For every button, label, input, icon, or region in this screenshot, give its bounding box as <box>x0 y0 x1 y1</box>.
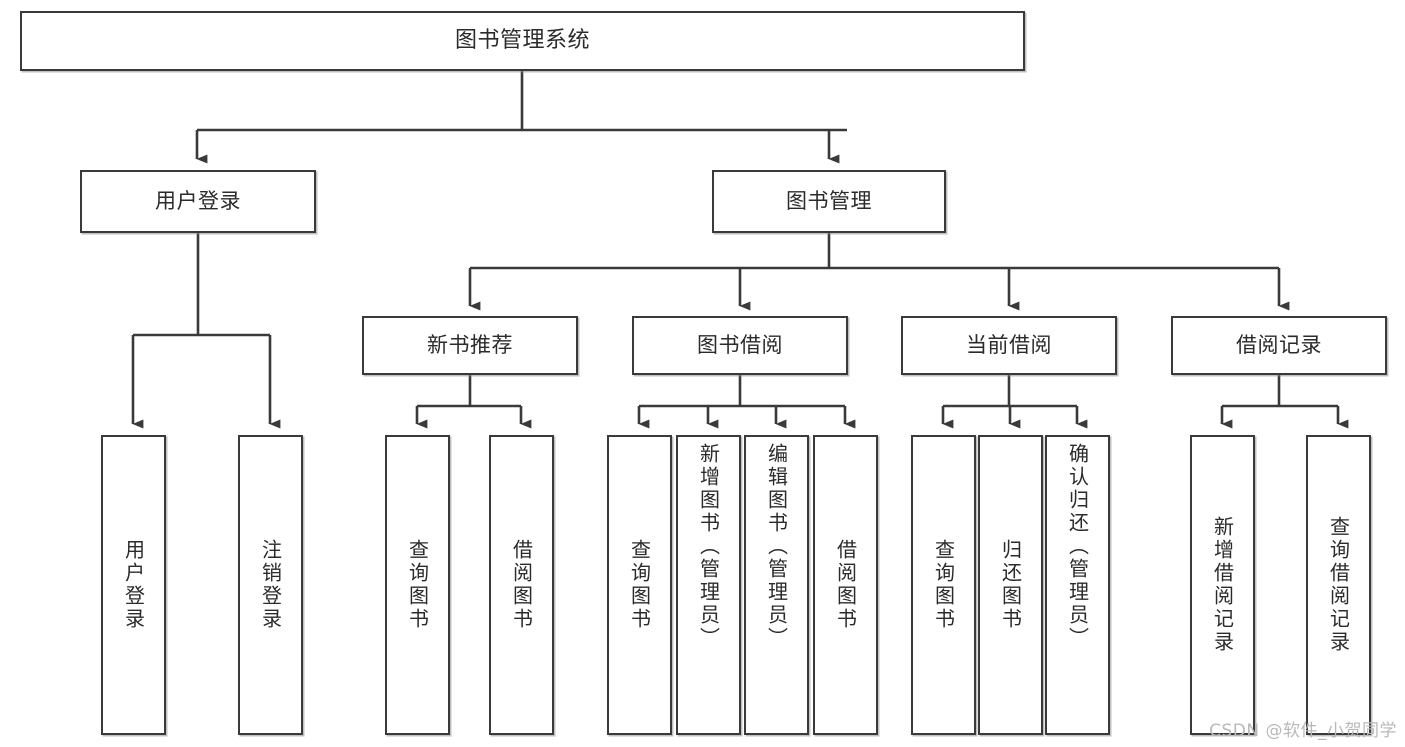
node-label: 查询图书 <box>931 539 956 631</box>
node-label: 当前借阅 <box>966 332 1052 357</box>
node-book-borrow[interactable]: 图书借阅 <box>632 316 848 375</box>
node-label: 用户登录 <box>121 539 146 631</box>
node-label: 用户登录 <box>155 188 241 213</box>
node-label: 归还图书 <box>998 539 1023 631</box>
leaf-borrow-add-book-admin[interactable]: 新增图书（管理员） <box>676 435 741 735</box>
leaf-newbooks-borrow-book[interactable]: 借阅图书 <box>489 435 554 735</box>
node-label: 图书管理 <box>786 188 872 213</box>
leaf-logout[interactable]: 注销登录 <box>238 435 303 735</box>
node-label: 图书管理系统 <box>454 27 590 53</box>
node-label: 新书推荐 <box>427 332 513 357</box>
node-label: 查询借阅记录 <box>1326 516 1351 654</box>
leaf-current-return-book[interactable]: 归还图书 <box>978 435 1043 735</box>
leaf-user-login[interactable]: 用户登录 <box>101 435 166 735</box>
leaf-current-confirm-return-admin[interactable]: 确认归还（管理员） <box>1045 435 1110 735</box>
node-label: 新增借阅记录 <box>1210 516 1235 654</box>
node-label: 借阅图书 <box>509 539 534 631</box>
node-current-borrow[interactable]: 当前借阅 <box>901 316 1117 375</box>
node-borrow-records[interactable]: 借阅记录 <box>1171 316 1387 375</box>
node-user-login[interactable]: 用户登录 <box>80 170 316 233</box>
leaf-borrow-edit-book-admin[interactable]: 编辑图书（管理员） <box>744 435 809 735</box>
node-new-book-recommend[interactable]: 新书推荐 <box>362 316 578 375</box>
leaf-current-query-book[interactable]: 查询图书 <box>911 435 976 735</box>
leaf-borrow-query-book[interactable]: 查询图书 <box>607 435 672 735</box>
node-label: 借阅记录 <box>1236 332 1322 357</box>
node-label: 借阅图书 <box>833 539 858 631</box>
node-label: 查询图书 <box>627 539 652 631</box>
node-label: 新增图书（管理员） <box>696 443 721 650</box>
node-label: 确认归还（管理员） <box>1065 443 1090 650</box>
node-book-management[interactable]: 图书管理 <box>712 170 946 233</box>
leaf-records-query-record[interactable]: 查询借阅记录 <box>1306 435 1371 735</box>
node-label: 查询图书 <box>405 539 430 631</box>
leaf-newbooks-query-book[interactable]: 查询图书 <box>385 435 450 735</box>
node-label: 注销登录 <box>258 539 283 631</box>
node-label: 编辑图书（管理员） <box>764 443 789 650</box>
watermark-text: CSDN @软件_小贺同学 <box>1209 721 1397 741</box>
leaf-records-add-record[interactable]: 新增借阅记录 <box>1190 435 1255 735</box>
leaf-borrow-borrow-book[interactable]: 借阅图书 <box>813 435 878 735</box>
node-root-system[interactable]: 图书管理系统 <box>20 11 1025 71</box>
node-label: 图书借阅 <box>697 332 783 357</box>
